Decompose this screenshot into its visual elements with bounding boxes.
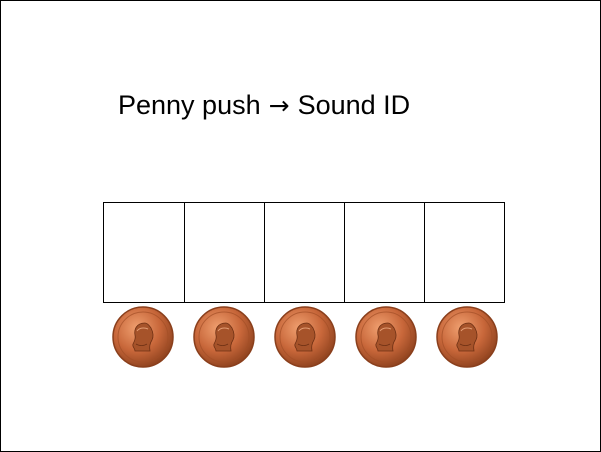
sound-box-4[interactable] [344,203,424,302]
sound-boxes [103,202,505,303]
penny-icon[interactable] [112,306,174,368]
penny-icon[interactable] [274,306,336,368]
penny-row [1,301,600,371]
sound-box-5[interactable] [424,203,504,302]
penny-icon[interactable] [436,306,498,368]
sound-box-3[interactable] [264,203,344,302]
sound-box-1[interactable] [104,203,184,302]
sound-box-2[interactable] [184,203,264,302]
right-arrow-icon: → [268,91,290,120]
penny-icon[interactable] [193,306,255,368]
penny-icon[interactable] [355,306,417,368]
slide-title: Penny push→Sound ID [118,87,410,124]
title-part-sound-id: Sound ID [297,90,411,120]
title-part-penny-push: Penny push [118,90,261,120]
